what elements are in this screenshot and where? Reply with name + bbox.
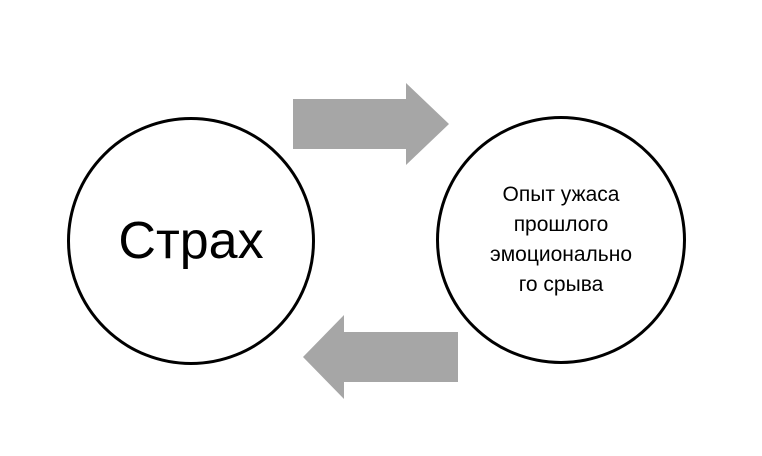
arrow-left-shape <box>303 315 458 399</box>
node-fear: Страх <box>67 117 315 365</box>
arrow-right-shape <box>293 83 449 165</box>
node-fear-label: Страх <box>118 212 264 270</box>
arrow-left-icon <box>303 315 458 399</box>
arrow-right-icon <box>293 83 449 165</box>
node-past-experience: Опыт ужаса прошлого эмоционально го срыв… <box>436 116 686 364</box>
node-past-experience-label: Опыт ужаса прошлого эмоционально го срыв… <box>489 183 633 296</box>
